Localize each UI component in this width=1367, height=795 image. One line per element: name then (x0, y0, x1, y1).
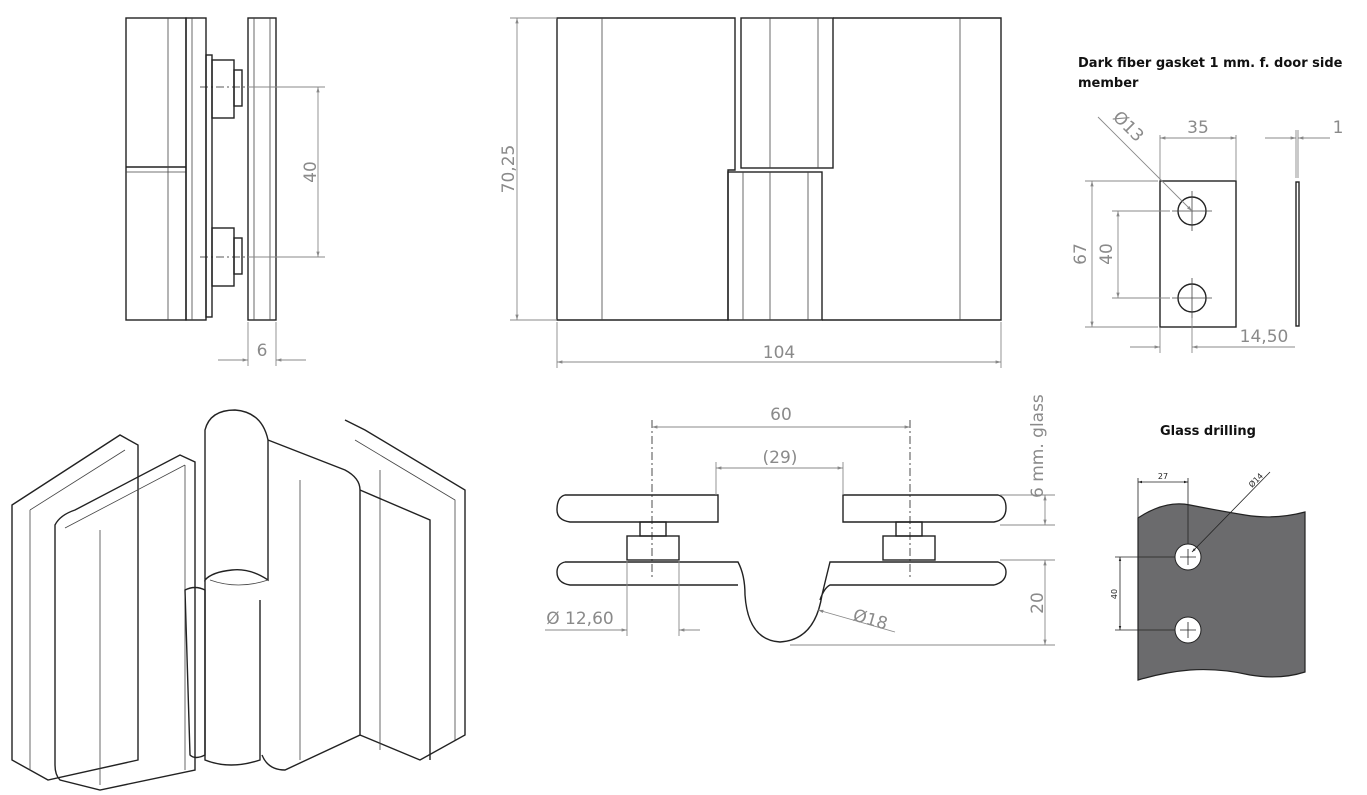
glass-dim-hole-dia: Ø14 (1246, 471, 1265, 490)
dim-width: 104 (763, 343, 795, 363)
side-view: 40 6 (125, 17, 325, 366)
gasket-title-line1: Dark fiber gasket 1 mm. f. door side (1078, 56, 1343, 71)
top-dim-outer-spacing: 60 (770, 405, 792, 425)
glass-drilling-title: Glass drilling (1160, 424, 1256, 439)
top-dim-height: 20 (1028, 592, 1048, 614)
top-dim-knuckle-dia: Ø18 (851, 606, 890, 635)
top-dim-boss-dia: Ø 12,60 (546, 609, 613, 629)
dim-offset: 6 (257, 341, 268, 361)
glass-drilling-drawing: Glass drilling 27 Ø14 40 (1110, 424, 1306, 681)
glass-dim-edge: 27 (1158, 472, 1168, 481)
front-view: 70,25 104 (499, 17, 1002, 368)
glass-panel (1137, 503, 1306, 681)
glass-dim-hole-spacing: 40 (1110, 589, 1119, 599)
gasket-title-line2: member (1078, 76, 1139, 91)
gasket-dim-height: 67 (1071, 243, 1091, 265)
gasket-dim-hole-dia: Ø13 (1108, 107, 1147, 146)
dim-hole-spacing: 40 (301, 161, 321, 183)
gasket-dim-width: 35 (1187, 118, 1209, 138)
gasket-dim-thickness: 1 (1333, 118, 1344, 138)
gasket-drawing: Dark fiber gasket 1 mm. f. door side mem… (1071, 56, 1343, 353)
gasket-dim-hole-spacing: 40 (1097, 243, 1117, 265)
top-dim-inner-spacing: (29) (763, 448, 798, 468)
isometric-view (11, 409, 466, 791)
top-view: 60 (29) 6 mm. glass 20 Ø 12,60 Ø18 (545, 394, 1055, 646)
dim-height: 70,25 (499, 145, 519, 194)
top-dim-glass: 6 mm. glass (1028, 394, 1048, 498)
gasket-dim-hole-offset: 14,50 (1240, 327, 1289, 347)
